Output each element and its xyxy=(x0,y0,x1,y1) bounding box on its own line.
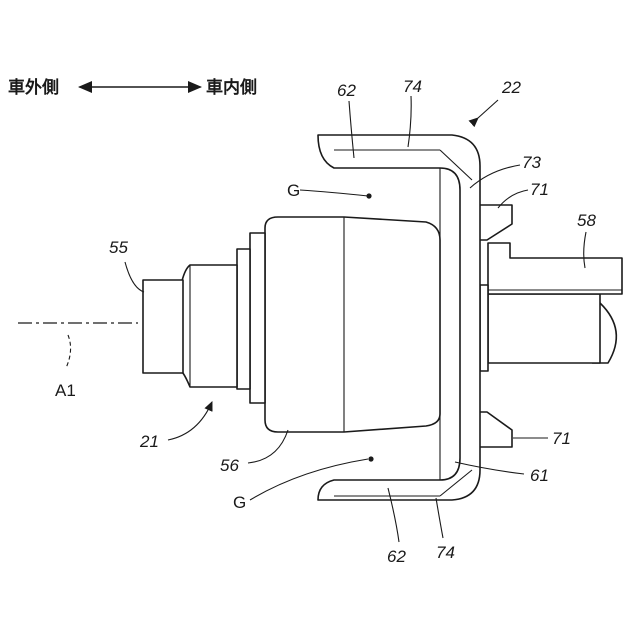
inner-side-label: 車内側 xyxy=(206,77,257,98)
label-73: 73 xyxy=(522,153,541,172)
label-g-bottom: G xyxy=(233,493,246,512)
label-a1: A1 xyxy=(55,381,76,400)
arrow-right-head xyxy=(188,81,202,93)
pipe-55 xyxy=(143,265,237,387)
label-71-bottom: 71 xyxy=(552,429,571,448)
label-74-bottom: 74 xyxy=(436,543,455,562)
label-71-top: 71 xyxy=(530,180,549,199)
label-62-top: 62 xyxy=(337,81,356,100)
label-74-top: 74 xyxy=(403,77,422,96)
connector-58 xyxy=(480,243,622,371)
label-55: 55 xyxy=(109,238,128,257)
body-56 xyxy=(237,217,440,432)
label-21: 21 xyxy=(139,432,159,451)
label-62-bottom: 62 xyxy=(387,547,406,566)
label-61: 61 xyxy=(530,466,549,485)
label-g-top: G xyxy=(287,181,300,200)
label-58: 58 xyxy=(577,211,596,230)
label-56: 56 xyxy=(220,456,239,475)
g-point-bottom xyxy=(368,456,373,461)
outer-side-label: 車外側 xyxy=(8,77,59,98)
direction-indicator: 車外側 車内側 xyxy=(8,77,257,98)
label-22: 22 xyxy=(501,78,521,97)
arrow-left-head xyxy=(78,81,92,93)
